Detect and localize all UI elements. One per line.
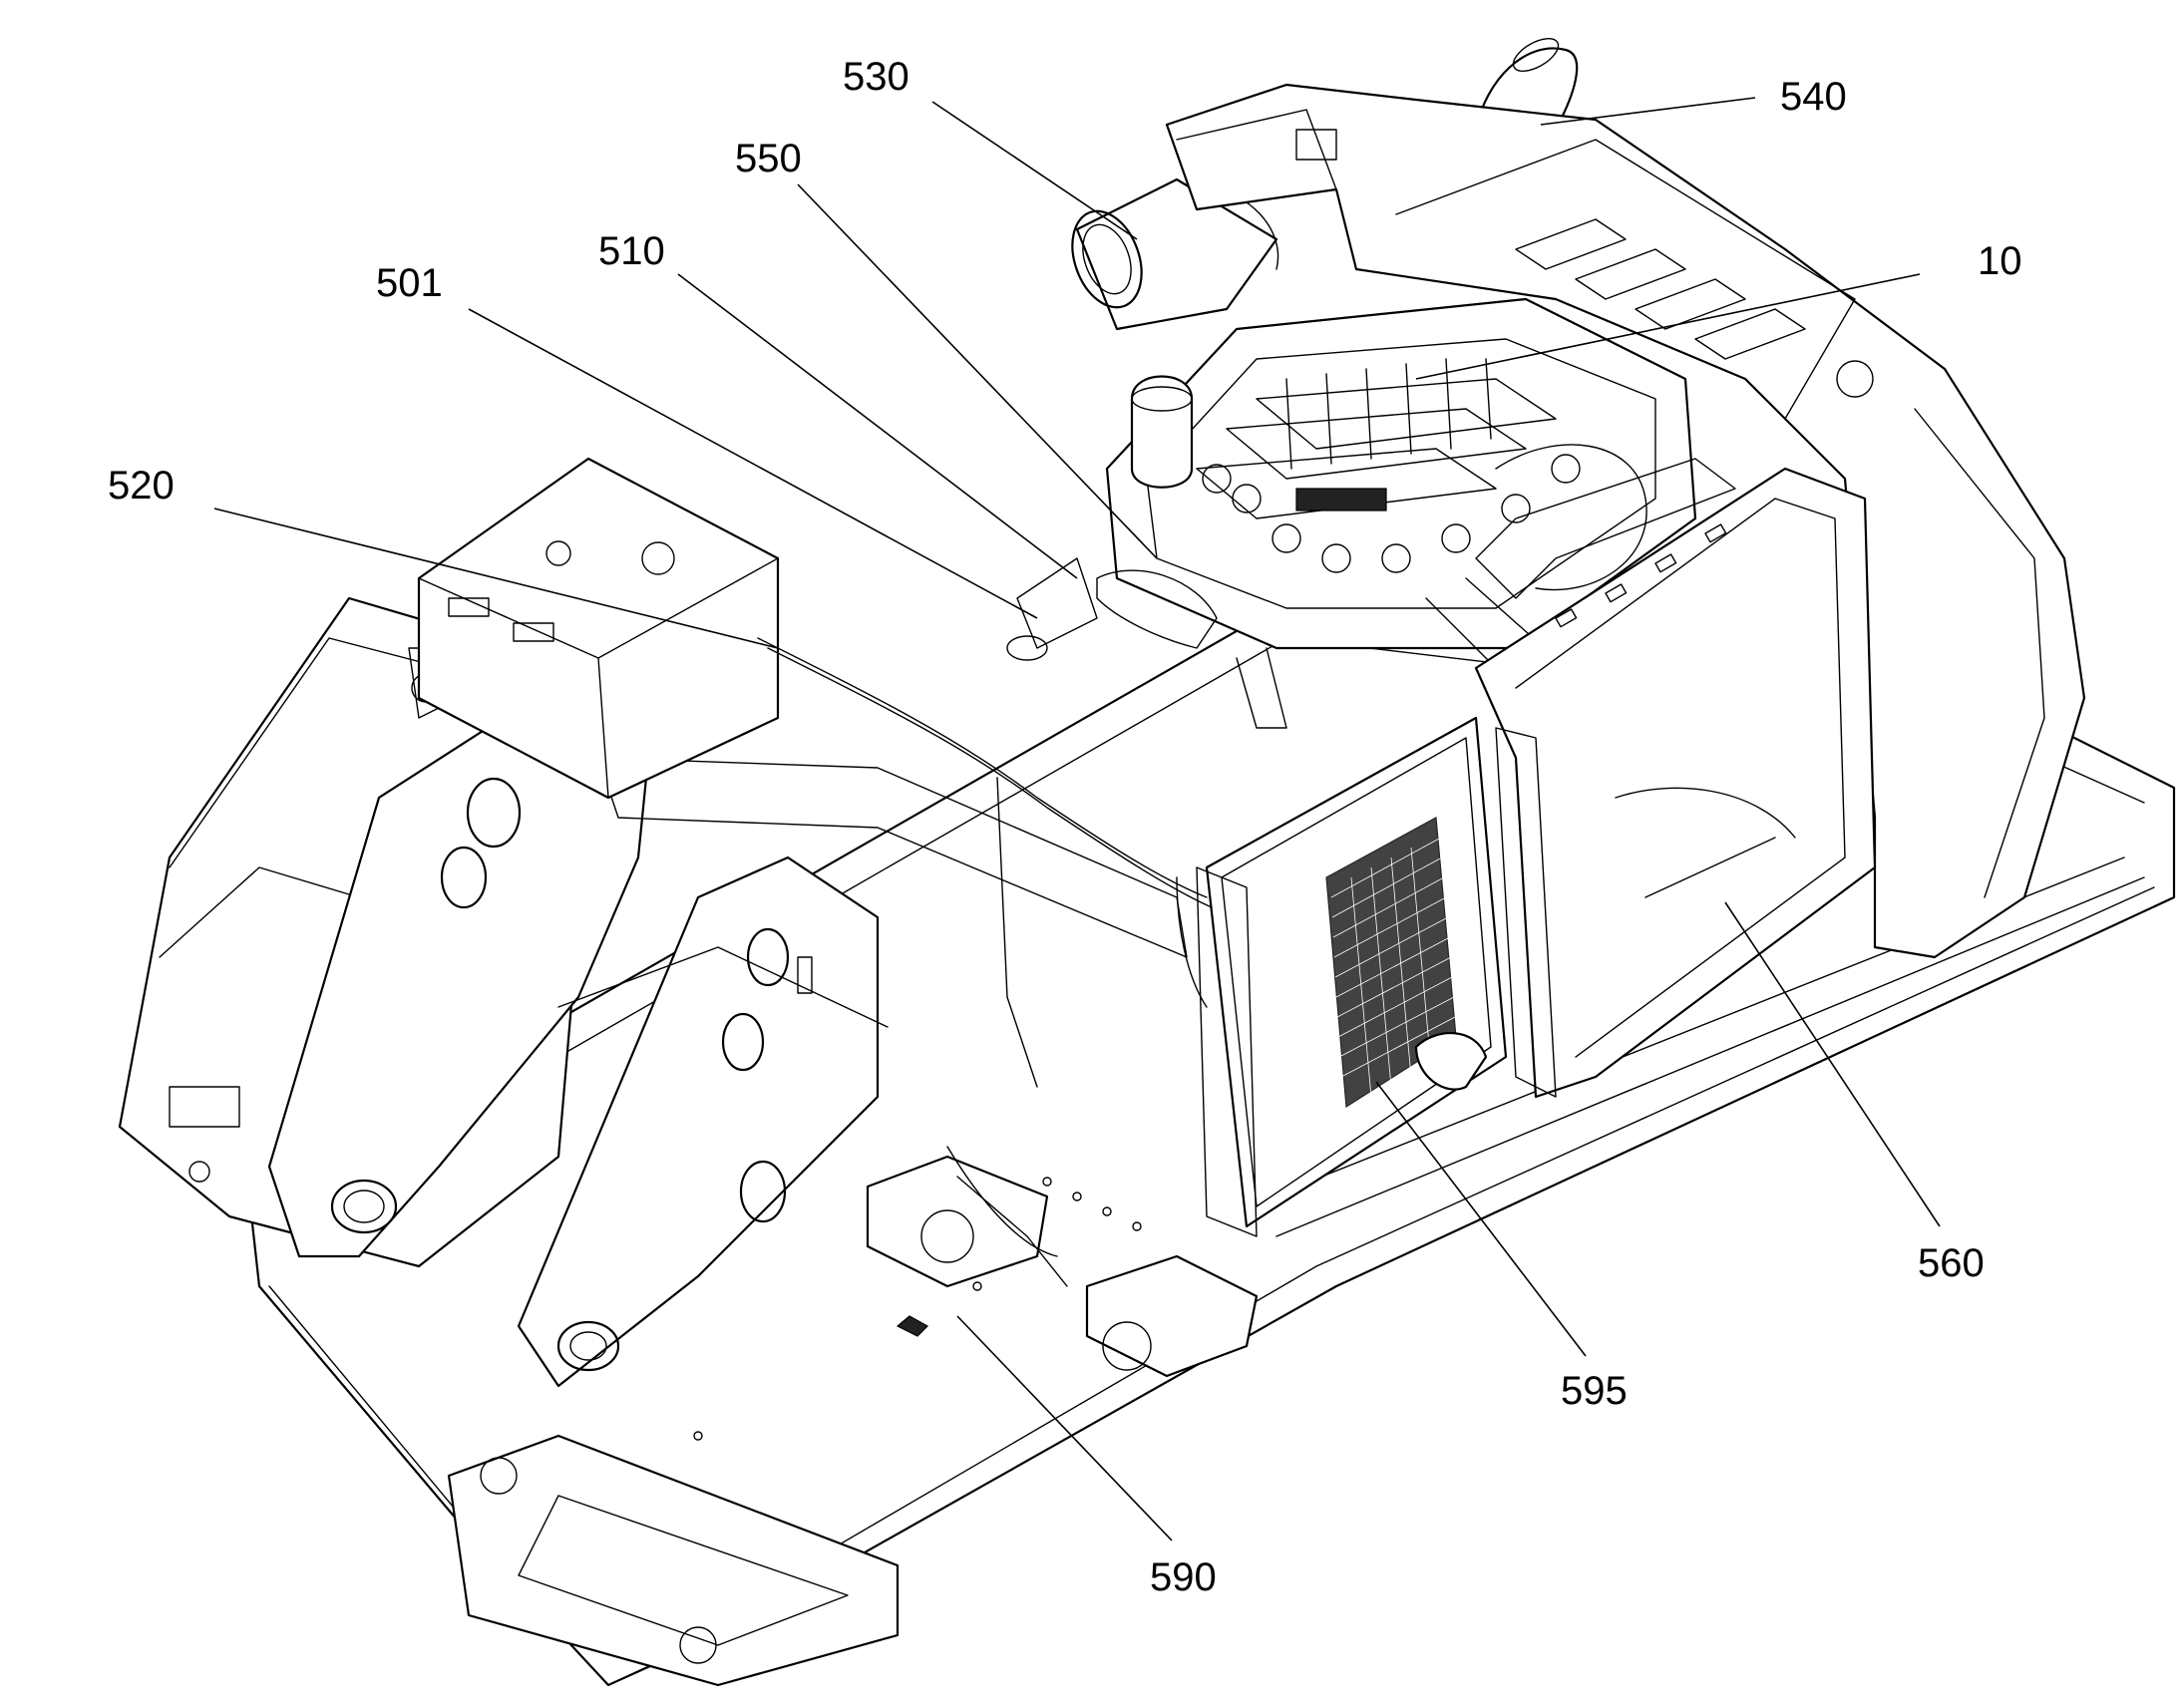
label-550: 550 [735,137,802,180]
leader-540 [1540,97,1756,126]
leader-560 [1724,901,1941,1227]
leader-lines [213,97,1941,1541]
leader-10 [1415,273,1921,380]
hose-lines-drawing [757,637,1213,1337]
leader-595 [1375,1081,1587,1357]
label-595: 595 [1561,1369,1628,1413]
leader-501 [468,308,1038,619]
radiator-assembly-drawing [1176,467,1877,1237]
upper-frame-drawing [118,457,2176,1687]
label-560: 560 [1918,1241,1985,1285]
label-530: 530 [843,55,909,99]
leader-510 [677,273,1078,579]
label-501: 501 [376,261,443,305]
label-520: 520 [108,464,175,508]
reference-labels: 530 540 550 510 501 10 520 560 595 590 [108,55,2022,1599]
label-10: 10 [1978,239,2022,283]
leader-550 [797,183,1158,559]
leader-590 [956,1315,1173,1541]
label-510: 510 [598,229,665,273]
leader-520 [213,508,779,649]
label-540: 540 [1780,75,1847,119]
engine-drawing [1006,297,1736,729]
leader-530 [931,101,1138,240]
engine-hood-drawing [1165,83,2086,959]
label-590: 590 [1150,1555,1217,1599]
